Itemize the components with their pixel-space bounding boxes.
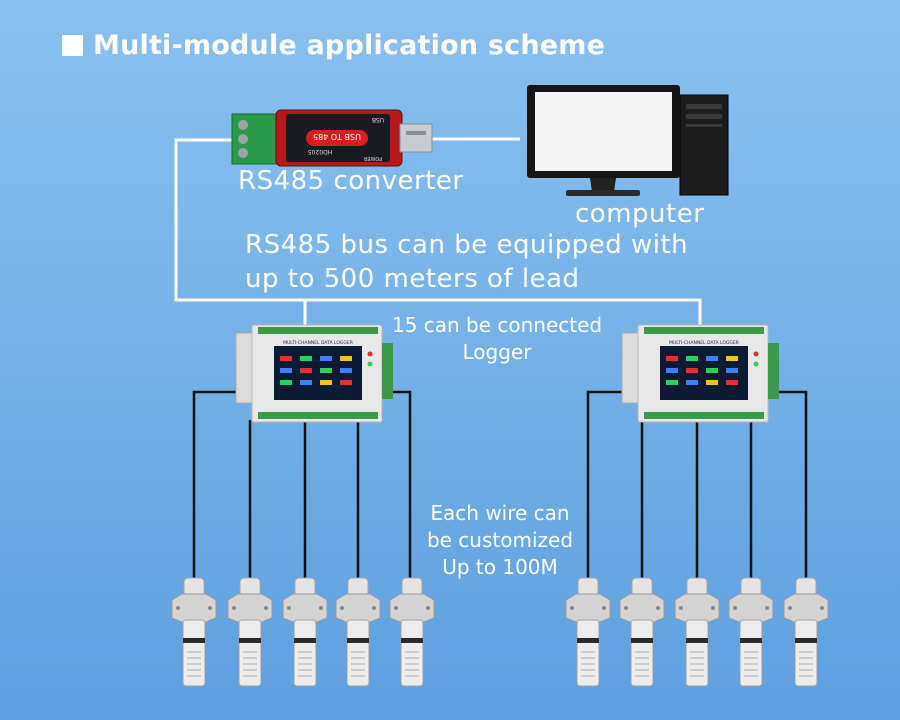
converter-power-text: POWER (363, 155, 382, 161)
wire-label: Each wire can be customized Up to 100M (420, 500, 580, 581)
bus-label-line2: up to 500 meters of lead (245, 264, 580, 294)
wire-label-line1: Each wire can (430, 501, 570, 525)
connect-label-line1: 15 can be connected (391, 313, 603, 337)
sensor-probe-7 (619, 577, 665, 687)
converter-model-text: HD0205 (308, 148, 333, 155)
page-title: Multi-module application scheme (62, 30, 605, 61)
sensor-probe-10 (783, 577, 829, 687)
sensor-probes (171, 577, 829, 687)
title-square-icon (62, 35, 83, 56)
sensor-probe-4 (335, 577, 381, 687)
rs485-converter: USB TO 485 HD0205 USB POWER (231, 109, 433, 167)
bus-label-line1: RS485 bus can be equipped with (245, 230, 689, 260)
logger-1-panel-text: MULTI-CHANNEL DATA LOGGER (283, 340, 353, 346)
sensor-probe-9 (728, 577, 774, 687)
sensor-probe-5 (389, 577, 435, 687)
computer-icon (527, 85, 729, 196)
converter-label: RS485 converter (238, 166, 464, 196)
sensor-probe-1 (171, 577, 217, 687)
sensor-probe-8 (674, 577, 720, 687)
converter-face-text: USB TO 485 (313, 132, 361, 141)
converter-port-text: USB (372, 116, 384, 123)
sensor-probe-2 (227, 577, 273, 687)
connect-label-line2: Logger (462, 340, 532, 364)
wire-label-line2: be customized (426, 528, 574, 552)
title-text: Multi-module application scheme (93, 30, 606, 61)
logger-2-panel-text: MULTI-CHANNEL DATA LOGGER (669, 340, 739, 346)
sensor-probe-6 (565, 577, 611, 687)
sensor-probe-3 (282, 577, 328, 687)
wire-label-line3: Up to 100M (442, 555, 558, 579)
connect-label: 15 can be connected Logger (390, 312, 604, 366)
data-logger-2: MULTI-CHANNEL DATA LOGGER (621, 324, 779, 423)
sensor-wires (192, 390, 808, 580)
data-logger-1: MULTI-CHANNEL DATA LOGGER (235, 324, 393, 423)
computer-label: computer (575, 199, 705, 229)
